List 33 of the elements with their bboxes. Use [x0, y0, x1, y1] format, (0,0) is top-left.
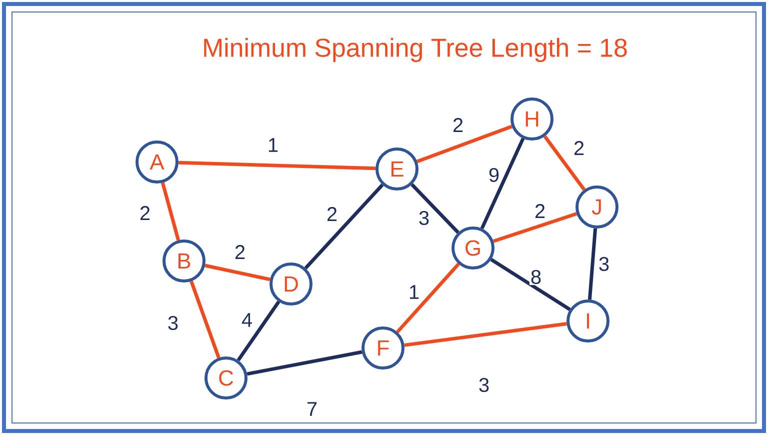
edge-label: 3: [166, 314, 180, 332]
edge-label: 2: [325, 206, 339, 222]
edge-label: 7: [305, 401, 319, 417]
edge-label: 2: [533, 203, 547, 219]
edge-line: [416, 124, 512, 164]
edge-line: [396, 262, 460, 334]
edge-label: 3: [417, 210, 431, 226]
edge-label: 8: [529, 268, 543, 286]
edge-line: [304, 184, 384, 270]
edge-label: 1: [266, 137, 280, 153]
edge-label: 9: [487, 166, 501, 184]
edge-line: [178, 160, 376, 170]
edge-label: 2: [233, 244, 247, 260]
edge-line: [160, 182, 180, 241]
title: Minimum Spanning Tree Length = 18: [204, 38, 627, 62]
edge-label: 4: [240, 312, 254, 328]
edge-line: [236, 300, 280, 362]
edge-label: 3: [597, 256, 611, 272]
edge-line: [492, 212, 578, 243]
edge-label: 2: [572, 140, 586, 156]
edge-line: [480, 138, 525, 230]
edge-label: 1: [407, 284, 421, 300]
edge-label: 2: [138, 205, 152, 221]
edge-line: [204, 264, 270, 282]
edge-line: [190, 280, 220, 358]
edge-label: 3: [477, 376, 491, 394]
edge-line: [404, 322, 567, 347]
edge-line: [543, 135, 586, 191]
edge-label: 2: [451, 117, 465, 133]
edge-line: [588, 228, 598, 300]
edge-line: [410, 183, 460, 234]
edge-line: [490, 258, 571, 311]
edge-line: [246, 350, 362, 376]
